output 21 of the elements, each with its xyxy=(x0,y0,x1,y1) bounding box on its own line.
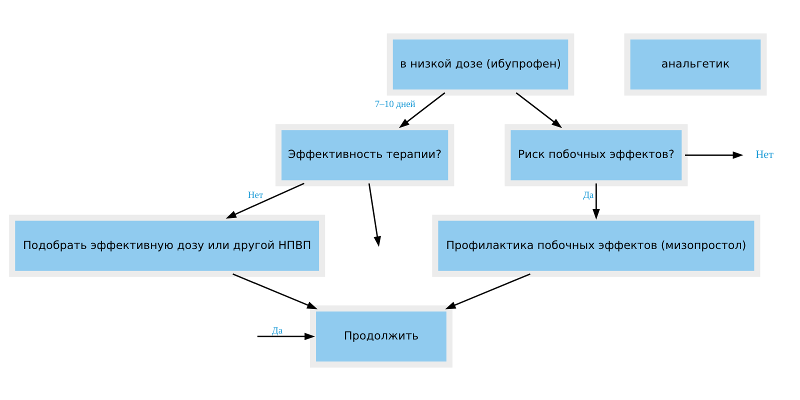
node-box: в низкой дозе (ибупрофен) xyxy=(386,32,574,96)
arrow xyxy=(368,182,381,246)
arrow xyxy=(685,150,744,158)
node-box: Риск побочных эффектов? xyxy=(504,124,688,186)
edge-label: Нет xyxy=(248,190,264,200)
node-box: анальгетик xyxy=(624,32,767,96)
arrow xyxy=(398,92,446,128)
arrow xyxy=(257,332,316,340)
edge-label: 7–10 дней xyxy=(374,100,416,110)
node-box: Эффективность терапии? xyxy=(275,124,454,186)
node-box: Продолжить xyxy=(310,304,452,368)
node-text: Нет xyxy=(756,148,774,161)
edge-label: Да xyxy=(272,326,283,336)
arrow xyxy=(226,182,304,218)
arrow xyxy=(445,272,530,309)
node-box: Подобрать эффективную дозу или другой НПВП xyxy=(9,214,326,276)
edge-label: Да xyxy=(583,190,594,200)
arrow xyxy=(592,182,600,220)
arrow xyxy=(516,92,562,128)
node-box: Профилактика побочных эффектов (мизопростол) xyxy=(432,214,760,276)
arrow xyxy=(232,272,318,309)
